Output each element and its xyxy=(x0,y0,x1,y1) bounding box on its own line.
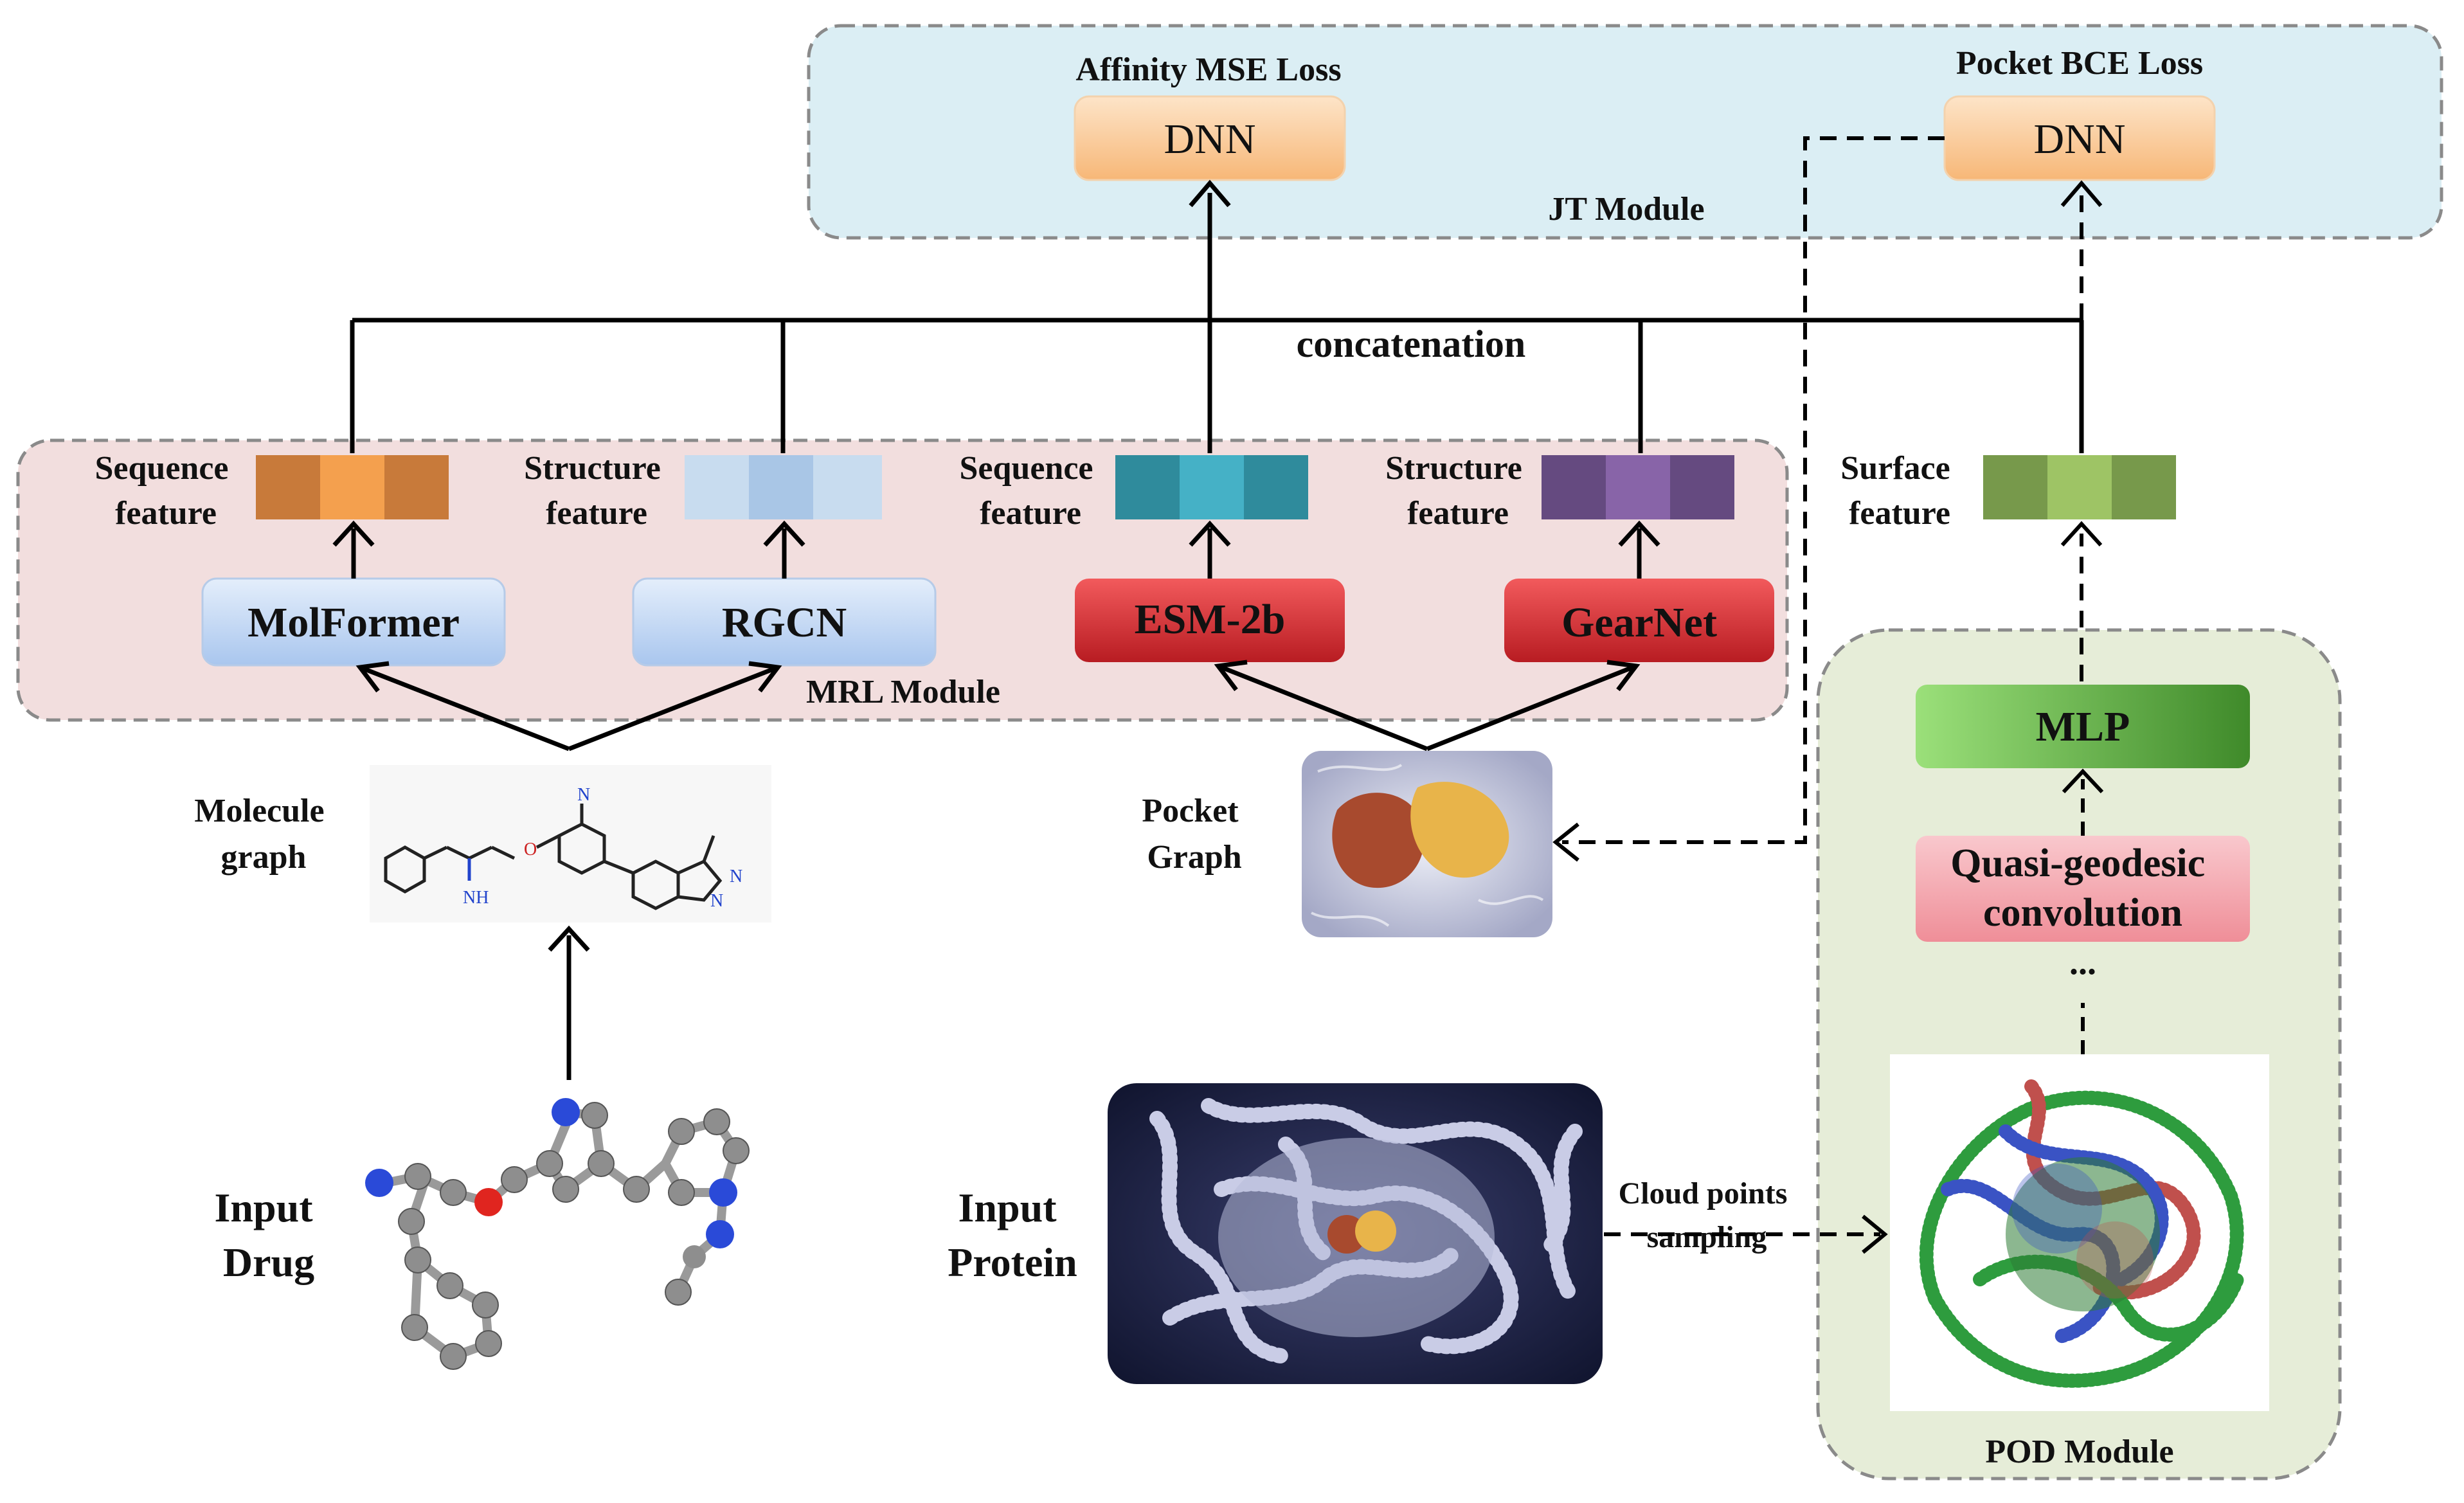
esm-label: ESM-2b xyxy=(1135,596,1286,643)
svg-text:NH: NH xyxy=(463,888,489,908)
concatenation-lines xyxy=(350,193,2084,453)
dnn-pocket-block: DNN xyxy=(1943,95,2216,181)
surface-dnn-arrowhead xyxy=(2060,180,2103,207)
pocket-feedback-dashed xyxy=(1562,136,1945,844)
surface-feature-bar xyxy=(1983,455,2176,519)
prot-structure-feature-bar xyxy=(1542,455,1734,519)
molecule-graph-label: Molecule graph xyxy=(194,793,332,876)
pod-module-label: POD Module xyxy=(1985,1434,2173,1470)
svg-text:N: N xyxy=(730,867,742,887)
molecule-graph-image: N O NH N N xyxy=(370,765,771,923)
mol-struct-feature-label: Structure feature xyxy=(524,450,669,532)
gearnet-label: GearNet xyxy=(1561,599,1717,646)
jt-module-box xyxy=(807,24,2443,240)
mlp-block: MLP xyxy=(1916,685,2250,768)
mol-seq-feature-label: Sequence feature xyxy=(95,450,237,532)
rgcn-block: RGCN xyxy=(632,577,937,667)
input-protein-image xyxy=(1108,1083,1603,1384)
ellipsis-label: ... xyxy=(2069,942,2096,982)
mlp-surface-dashed-arrow xyxy=(2060,521,2103,681)
concat-to-dnn-arrowhead xyxy=(1189,179,1231,208)
esm-block: ESM-2b xyxy=(1075,579,1345,662)
molformer-label: MolFormer xyxy=(247,599,460,646)
mrl-module-label: MRL Module xyxy=(806,674,1000,710)
svg-text:O: O xyxy=(524,840,537,860)
qgc-label: Quasi-geodesic convolution xyxy=(1950,842,2215,935)
input-drug-3d-image xyxy=(365,1098,750,1370)
affinity-loss-label: Affinity MSE Loss xyxy=(1075,51,1341,88)
drug-to-graph-arrow xyxy=(548,925,590,1080)
input-protein-label: Input Protein xyxy=(948,1185,1077,1285)
surface-feature-label: Surface feature xyxy=(1840,450,1958,532)
mol-structure-feature-bar xyxy=(685,455,882,519)
point-cloud-image xyxy=(1890,1054,2269,1411)
gearnet-block: GearNet xyxy=(1504,579,1774,662)
prot-seq-feature-label: Sequence feature xyxy=(960,450,1102,532)
mlp-label: MLP xyxy=(2036,703,2130,750)
pocket-loss-label: Pocket BCE Loss xyxy=(1956,45,2203,82)
pocket-graph-label: Pocket Graph xyxy=(1142,793,1246,876)
molecule-fan-arrows xyxy=(355,661,782,752)
rgcn-label: RGCN xyxy=(722,599,847,646)
prot-sequence-feature-bar xyxy=(1115,455,1308,519)
pocket-graph-image xyxy=(1302,751,1552,937)
cloud-sampling-label: Cloud points sampling xyxy=(1619,1176,1795,1254)
svg-text:N: N xyxy=(577,785,590,805)
cloud-sampling-arrow xyxy=(1604,1214,1888,1254)
mol-sequence-feature-bar xyxy=(256,455,449,519)
encoder-feature-arrows xyxy=(332,520,1660,579)
molformer-block: MolFormer xyxy=(201,577,506,667)
jt-module-label: JT Module xyxy=(1548,191,1704,228)
concatenation-label: concatenation xyxy=(1297,323,1526,365)
dnn-affinity-block: DNN xyxy=(1074,95,1346,181)
input-drug-label: Input Drug xyxy=(215,1185,323,1285)
qgc-to-mlp-arrow xyxy=(2062,768,2104,836)
pocket-feedback-arrowhead xyxy=(1552,822,1579,862)
qgc-block: Quasi-geodesic convolution xyxy=(1916,836,2250,942)
svg-text:N: N xyxy=(710,891,723,911)
dnn-pocket-label: DNN xyxy=(2034,116,2126,163)
dnn-affinity-label: DNN xyxy=(1164,116,1256,163)
pocket-fan-arrows xyxy=(1214,660,1641,752)
prot-struct-feature-label: Structure feature xyxy=(1385,450,1531,532)
